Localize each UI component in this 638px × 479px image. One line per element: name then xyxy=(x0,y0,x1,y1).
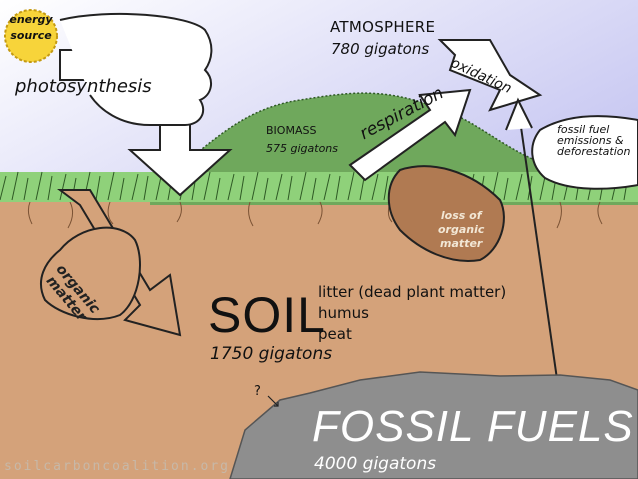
soil-item: peat xyxy=(318,325,352,343)
soil-item: humus xyxy=(318,304,369,322)
question-mark: ? xyxy=(254,384,261,399)
energy-source-label: energy source xyxy=(0,12,62,44)
loss-line-3: matter xyxy=(440,237,483,250)
soil-item: litter (dead plant matter) xyxy=(318,283,507,301)
atmosphere-amount: 780 gigatons xyxy=(331,40,430,58)
emissions-line xyxy=(519,119,561,401)
question-arrow-icon xyxy=(267,395,279,407)
soil-title: SOIL xyxy=(208,287,326,343)
loss-hand xyxy=(387,165,505,262)
emissions-line-3: deforestation xyxy=(557,145,631,158)
respiration-arrow xyxy=(348,88,472,182)
soil-amount: 1750 gigatons xyxy=(210,344,333,364)
emissions-hand xyxy=(531,115,638,190)
biomass-title: BIOMASS xyxy=(266,124,317,137)
soil-items-list: litter (dead plant matter) humus peat xyxy=(318,282,506,345)
fossil-emissions-label: fossil fuel emissions & deforestation xyxy=(557,124,631,157)
loss-line-1: loss of xyxy=(440,209,482,222)
oxidation-arrow xyxy=(437,39,543,112)
loss-line-2: organic xyxy=(438,223,485,236)
photosynthesis-hand xyxy=(59,12,213,126)
atmosphere-title: ATMOSPHERE xyxy=(330,18,436,36)
fossil-fuels-amount: 4000 gigatons xyxy=(314,454,437,474)
fossil-fuels-title: FOSSIL FUELS xyxy=(312,402,634,451)
fossil-fuel-deposit xyxy=(229,371,638,479)
sun-icon xyxy=(4,9,58,63)
loss-of-organic-matter-label: loss of organic matter xyxy=(438,209,484,251)
organic-matter-hand xyxy=(40,226,141,321)
energy-line-2: source xyxy=(10,29,52,42)
energy-line-1: energy xyxy=(9,13,53,26)
emissions-line-2: emissions & xyxy=(557,134,624,147)
photosynthesis-label: photosynthesis xyxy=(15,76,152,97)
biomass-amount: 575 gigatons xyxy=(266,142,338,155)
credit-text: soilcarboncoalition.org xyxy=(4,459,231,474)
roots xyxy=(27,201,603,229)
emissions-line-1: fossil fuel xyxy=(557,123,610,136)
